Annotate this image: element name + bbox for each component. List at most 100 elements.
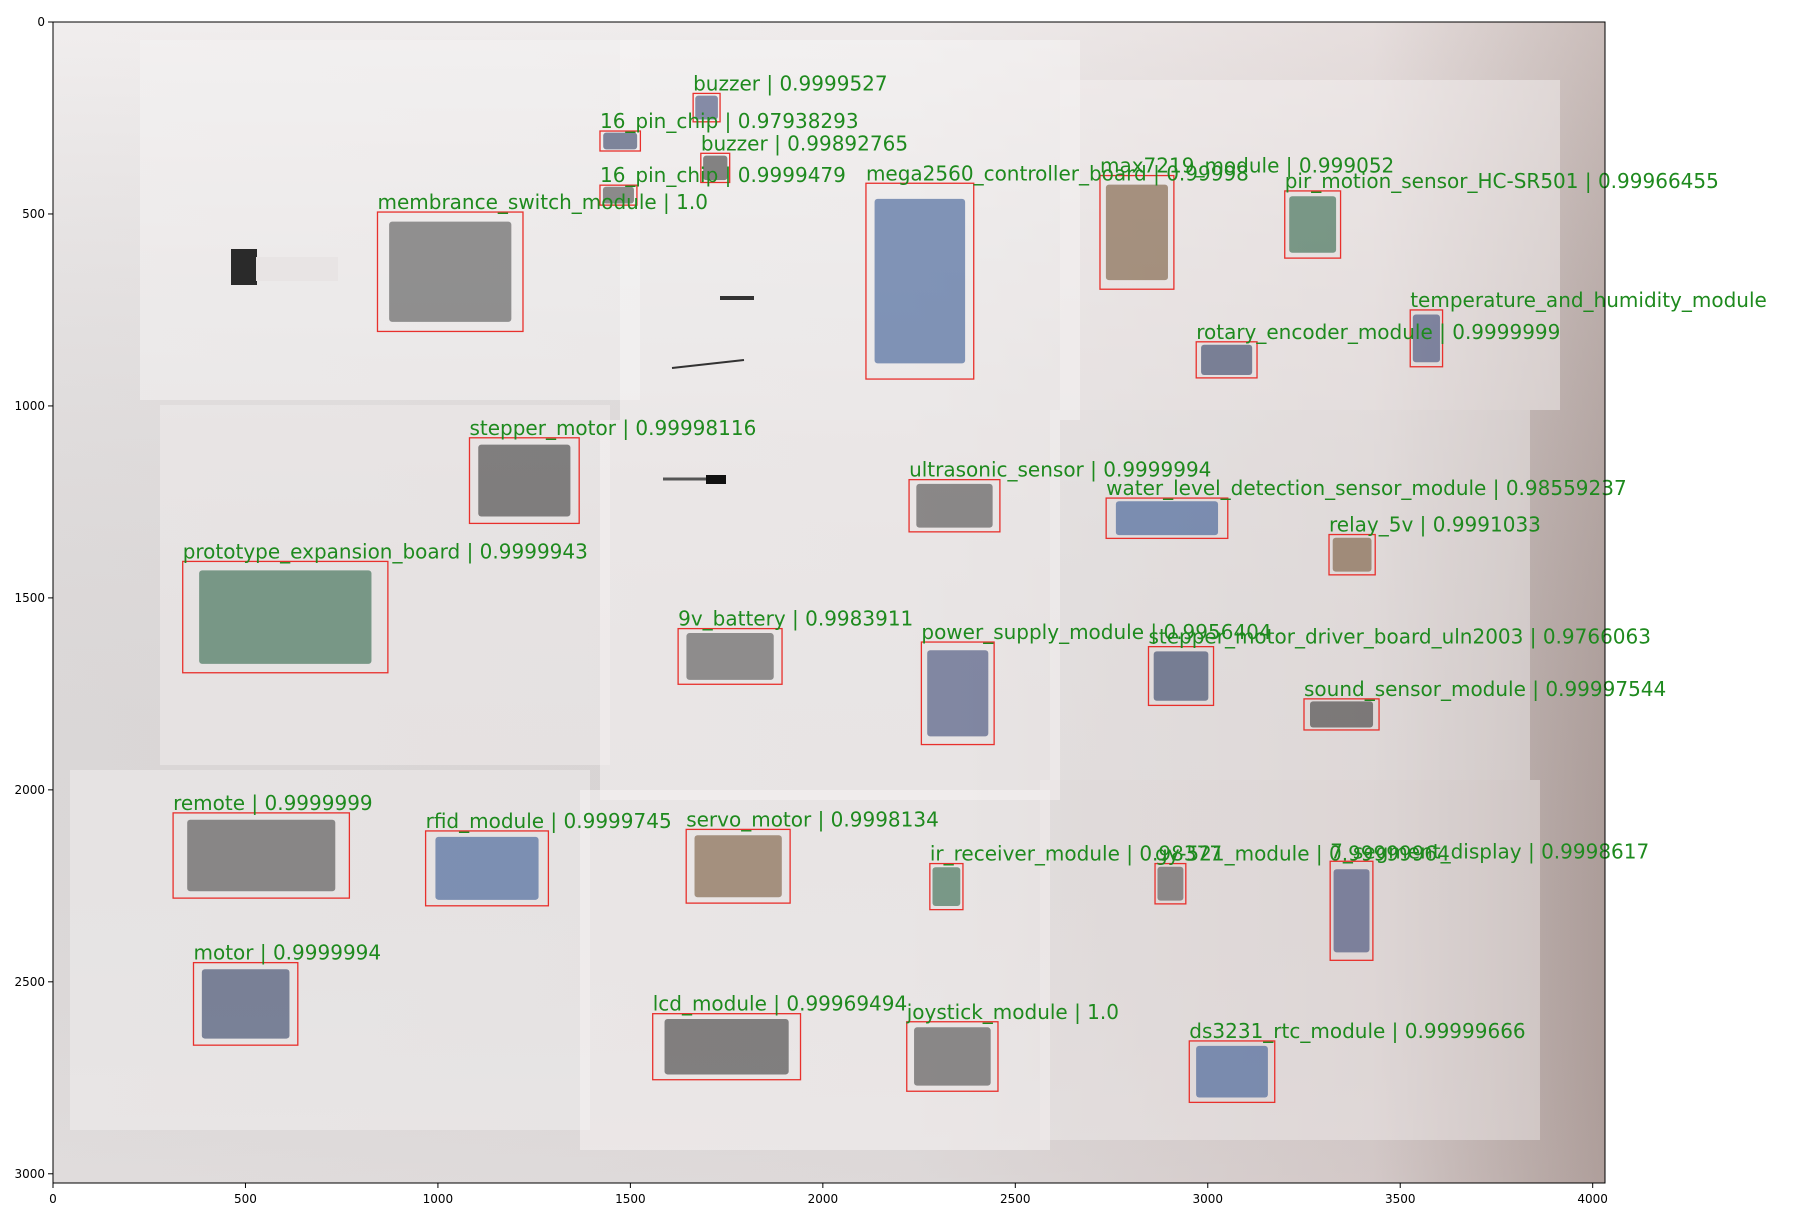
detection-box [1195,341,1258,379]
detection-label: water_level_detection_sensor_module | 0.… [1106,476,1627,500]
detection-label: joystick_module | 1.0 [906,1000,1119,1024]
component-shape [1201,344,1253,376]
component-shape [703,155,728,181]
detection-box [599,130,642,152]
detection-label: stepper_motor_driver_board_uln2003 | 0.9… [1148,625,1651,649]
component-shape [694,835,782,898]
detection-box [685,828,791,904]
component-shape [478,444,571,517]
detection-label: 9v_battery | 0.9983911 [678,607,913,631]
detection-label: sound_sensor_module | 0.99997544 [1304,677,1666,701]
detection-box [182,560,389,674]
detection-box [700,152,731,184]
detection-box [424,830,550,907]
component-shape [1153,651,1209,701]
x-tick-label: 1500 [615,1192,646,1206]
component-shape [914,1027,991,1086]
component-shape [932,867,961,906]
detection-label: 16_pin_chip | 0.9999479 [600,163,846,187]
detection-label: gy-521_module | 0.99999964 [1155,842,1450,866]
component-shape [1196,1045,1268,1098]
component-shape [199,570,372,664]
component-shape [1412,314,1440,363]
detection-box [1188,1040,1276,1104]
detection-label: remote | 0.9999999 [173,791,373,815]
component-shape [201,969,290,1039]
detection-label: prototype_expansion_board | 0.9999943 [183,539,588,563]
detection-label: relay_5v | 0.9991033 [1329,513,1541,537]
x-tick-label: 3000 [1192,1192,1223,1206]
component-shape [389,221,512,322]
component-shape [435,836,539,900]
detection-box [929,862,964,911]
detection-label: temperature_and_humidity_module [1410,288,1767,312]
detection-label: buzzer | 0.9999527 [693,71,888,95]
detection-box [192,961,299,1046]
detection-box [468,437,580,525]
detection-box [1105,497,1229,540]
detection-label: rfid_module | 0.9999745 [426,809,672,833]
detection-box [1303,698,1380,731]
detection-box [865,182,975,380]
detection-label: servo_motor | 0.9998134 [686,807,939,831]
detection-label: motor | 0.9999994 [193,941,381,965]
x-tick-label: 1000 [423,1192,454,1206]
component-shape [1309,701,1374,728]
component-shape [916,483,993,528]
detection-box [677,627,783,685]
component-shape [927,650,989,737]
detection-box [172,812,351,899]
detection-label: ultrasonic_sensor | 0.9999994 [909,458,1211,482]
detection-labels: buzzer | 0.9999527 16_pin_chip | 0.979382… [173,71,1767,1043]
detection-box [1409,309,1444,368]
detection-box [652,1013,802,1081]
y-axis-ticks: 0 500 1000 1500 2000 2500 3000 [14,15,53,1181]
detection-label: power_supply_module | 0.9956404 [921,620,1271,644]
y-tick-label: 2500 [14,975,45,989]
detection-label: lcd_module | 0.99969494 [653,992,908,1016]
detection-box [1154,862,1187,905]
detection-box [908,478,1001,533]
component-shape [686,633,774,680]
component-shape [603,132,638,150]
component-shape [1157,866,1184,901]
detection-box [920,641,995,746]
detection-box [376,211,524,333]
component-shape [1289,196,1337,253]
component-shape [1332,537,1372,572]
detection-label: 7_segment_display | 0.9998617 [1330,839,1649,863]
detection-boxes [172,92,1444,1104]
detection-label: 16_pin_chip | 0.97938293 [600,109,859,133]
detection-label: membrance_switch_module | 1.0 [377,190,707,214]
detection-box [599,184,638,206]
y-tick-label: 1000 [14,399,45,413]
detection-box [692,92,721,123]
y-tick-label: 1500 [14,591,45,605]
component-shape [1105,184,1168,281]
detection-label: stepper_motor | 0.99998116 [469,416,756,440]
detection-box [906,1021,999,1092]
component-shape [695,95,718,120]
x-tick-label: 2500 [1000,1192,1031,1206]
y-tick-label: 2000 [14,783,45,797]
component-shape [1115,501,1219,536]
detection-label: ds3231_rtc_module | 0.99999666 [1189,1019,1525,1043]
component-shape [874,198,966,364]
y-tick-label: 0 [37,15,45,29]
detection-label: max7219_module | 0.999052 [1100,154,1394,178]
detection-box [1329,860,1374,961]
y-tick-label: 3000 [14,1167,45,1181]
x-tick-label: 2000 [808,1192,839,1206]
component-shape [664,1018,789,1075]
detection-label: pir_motion_sensor_HC-SR501 | 0.99966455 [1285,169,1719,193]
y-tick-label: 500 [22,207,45,221]
detection-box [1284,190,1342,259]
detection-label: ir_receiver_module | 0.98377 [930,842,1222,866]
x-tick-label: 3500 [1385,1192,1416,1206]
component-shape [187,819,336,892]
detection-box [1099,174,1175,290]
component-fills [187,95,1440,1098]
detection-box [1328,533,1376,576]
